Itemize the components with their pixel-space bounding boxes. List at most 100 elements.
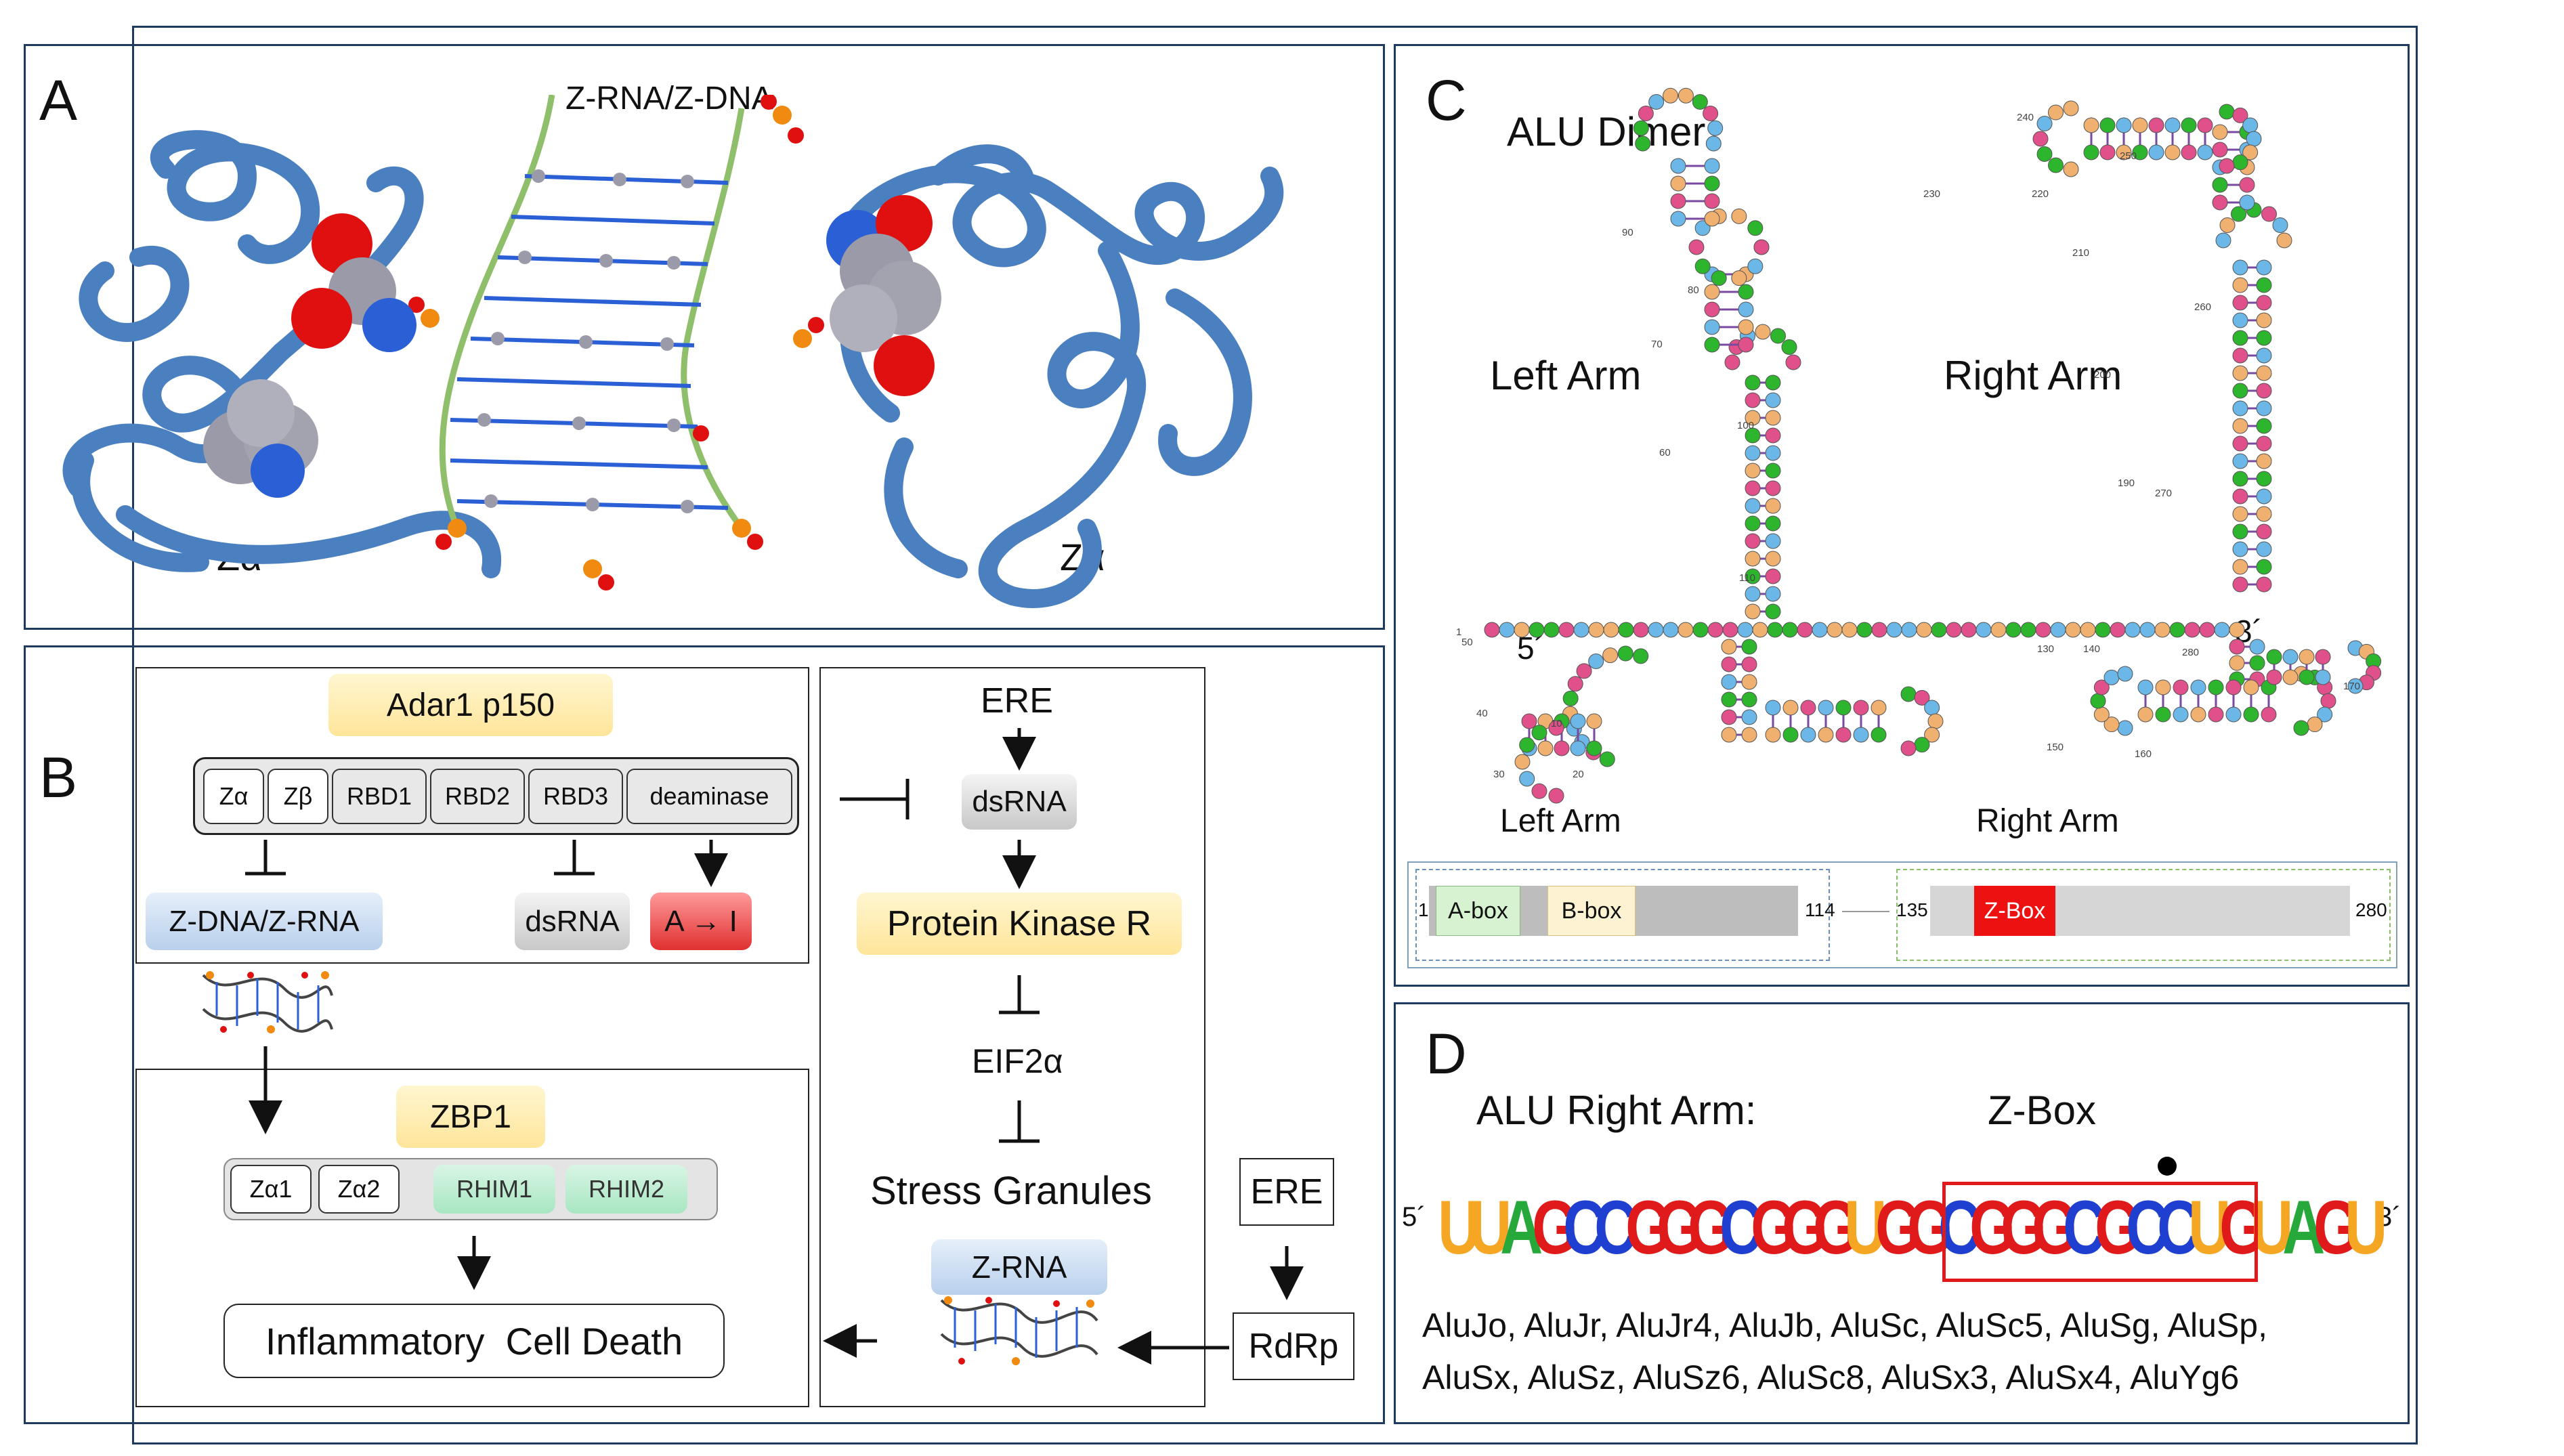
nucleotide-position-number: 1 — [1456, 626, 1462, 638]
nucleotide-dot — [1871, 700, 1887, 716]
nucleotide-dot — [1703, 106, 1719, 121]
sequence-letter: A — [1500, 1185, 1543, 1270]
alu-map-frame — [1407, 861, 2397, 968]
nucleotide-dot — [2256, 541, 2272, 557]
nucleotide-dot — [2232, 435, 2248, 452]
adar1-domain-za: Zα — [203, 769, 264, 824]
nucleotide-dot — [2132, 117, 2148, 133]
nucleotide-dot — [2256, 418, 2272, 434]
alu-dimer-title: ALU Dimer — [1507, 109, 1706, 154]
nucleotide-dot — [1721, 709, 1737, 725]
nucleotide-dot — [1765, 463, 1781, 479]
nucleotide-dot — [1694, 258, 1711, 274]
sequence-letter: C — [1594, 1185, 1637, 1270]
nucleotide-dot — [1707, 120, 1724, 136]
nucleotide-dot — [2181, 144, 2197, 160]
nucleotide-dot — [1741, 727, 1757, 743]
alu-map-connector — [1842, 911, 1889, 912]
nucleotide-position-number: 130 — [2037, 643, 2055, 655]
nucleotide-dot — [1782, 700, 1799, 716]
nucleotide-dot — [1721, 674, 1737, 690]
nucleotide-dot — [1554, 740, 1570, 756]
nucleotide-dot — [2103, 669, 2120, 685]
nucleotide-dot — [1484, 622, 1500, 638]
three-prime-label-d: 3´ — [2377, 1202, 2401, 1232]
nucleotide-position-number: 280 — [2182, 647, 2200, 658]
nucleotide-dot — [1688, 239, 1705, 255]
nucleotide-dot — [1853, 700, 1869, 716]
zbp1-domain-za1: Zα1 — [230, 1165, 312, 1214]
nucleotide-dot — [2249, 639, 2265, 655]
nucleotide-dot — [2063, 161, 2079, 177]
nucleotide-dot — [1704, 175, 1720, 192]
nucleotide-dot — [1745, 515, 1761, 532]
nucleotide-dot — [1514, 754, 1531, 770]
nucleotide-dot — [1567, 676, 1583, 692]
nucleotide-dot — [2036, 116, 2053, 131]
nucleotide-dot — [1670, 158, 1686, 174]
adar1-domain-rbd2: RBD2 — [430, 769, 525, 824]
nucleotide-dot — [2243, 679, 2259, 695]
nucleotide-dot — [1721, 656, 1737, 672]
nucleotide-dot — [2219, 158, 2235, 174]
nucleotide-dot — [1914, 689, 1930, 706]
b-box-region: B-box — [1547, 886, 1636, 936]
nucleotide-dot — [2032, 131, 2049, 147]
sequence-letter: G — [1688, 1185, 1734, 1270]
nucleotide-dot — [1745, 568, 1761, 584]
outer-frame — [132, 26, 2418, 1444]
nucleotide-dot — [1871, 622, 1887, 638]
panel-a-frame — [24, 44, 1385, 630]
sequence-letter: U — [2344, 1185, 2387, 1270]
nucleotide-dot — [1745, 586, 1761, 602]
nucleotide-dot — [1663, 622, 1679, 638]
nucleotide-dot — [1782, 622, 1798, 638]
nucleotide-dot — [2154, 622, 2171, 638]
nucleotide-dot — [1745, 410, 1761, 426]
sequence-letter: G — [1906, 1185, 1953, 1270]
map-right-start: 135 — [1896, 899, 1928, 920]
nucleotide-dot — [1529, 622, 1545, 638]
nucleotide-dot — [1924, 727, 1940, 743]
nucleotide-dot — [1537, 740, 1554, 756]
nucleotide-position-number: 240 — [2017, 112, 2034, 123]
nucleotide-dot — [2103, 716, 2120, 733]
z-dna-z-rna-box: Z-DNA/Z-RNA — [146, 893, 383, 950]
nucleotide-dot — [2215, 232, 2231, 249]
nucleotide-position-number: 190 — [2118, 477, 2135, 489]
nucleotide-dot — [1765, 480, 1781, 496]
nucleotide-dot — [1745, 463, 1761, 479]
nucleotide-dot — [2266, 669, 2282, 685]
nucleotide-dot — [2266, 649, 2282, 665]
nucleotide-dot — [1765, 551, 1781, 567]
nucleotide-dot — [2256, 488, 2272, 505]
nucleotide-dot — [1916, 622, 1932, 638]
nucleotide-dot — [2229, 639, 2245, 655]
nucleotide-dot — [2225, 706, 2242, 723]
bottom-left-arm-label: Left Arm — [1500, 803, 1621, 839]
nucleotide-dot — [2124, 622, 2141, 638]
nucleotide-dot — [2232, 312, 2248, 328]
nucleotide-position-number: 270 — [2155, 488, 2173, 499]
nucleotide-dot — [1548, 720, 1564, 736]
nucleotide-dot — [1765, 374, 1781, 391]
nucleotide-dot — [2249, 655, 2265, 671]
z-box-title: Z-Box — [1988, 1088, 2097, 1133]
nucleotide-dot — [2219, 104, 2235, 120]
nucleotide-dot — [2256, 277, 2272, 293]
nucleotide-dot — [2173, 706, 2189, 723]
sequence-letter: G — [1750, 1185, 1797, 1270]
nucleotide-dot — [2083, 117, 2099, 133]
nucleotide-dot — [1900, 740, 1917, 756]
nucleotide-dot — [2208, 679, 2224, 695]
nucleotide-dot — [2050, 622, 2066, 638]
nucleotide-dot — [2282, 669, 2299, 685]
nucleotide-dot — [1753, 239, 1770, 255]
nucleotide-dot — [1633, 120, 1649, 136]
nucleotide-position-number: 250 — [2120, 150, 2137, 162]
nucleotide-dot — [2232, 523, 2248, 540]
nucleotide-dot — [1841, 622, 1858, 638]
nucleotide-dot — [1886, 622, 1902, 638]
nucleotide-dot — [1704, 301, 1720, 318]
